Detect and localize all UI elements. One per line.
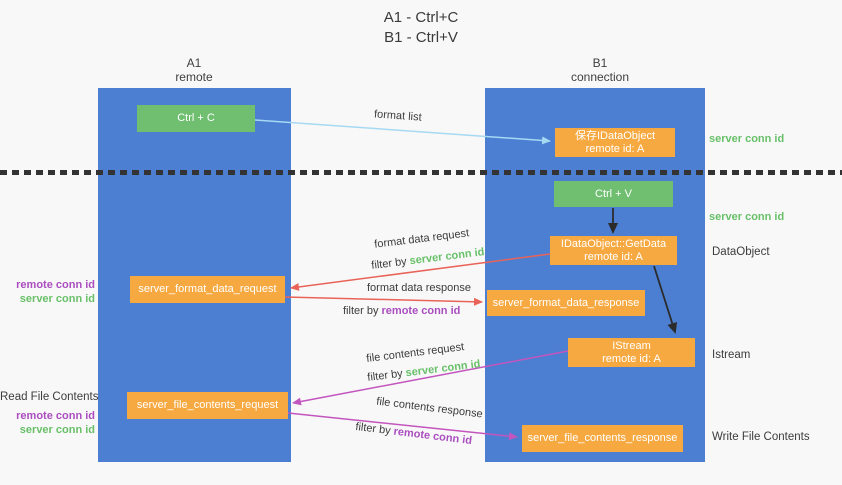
label-server-conn-id-left-1: server conn id xyxy=(19,293,95,305)
node-server-file-contents-request-label: server_file_contents_request xyxy=(136,399,279,411)
node-server-file-contents-response: server_file_contents_response xyxy=(522,425,683,452)
lane-b-title: B1 xyxy=(592,56,608,70)
label-read-file-contents: Read File Contents xyxy=(0,391,99,403)
label-filter-by-remote-conn-id-1: filter by remote conn id xyxy=(343,305,460,317)
label-format-list: format list xyxy=(373,108,423,124)
label-server-conn-id-right-2: server conn id xyxy=(709,211,785,223)
label-server-conn-id-right-1: server conn id xyxy=(709,133,785,145)
lane-a-subtitle: remote xyxy=(175,70,213,84)
label-write-file-contents: Write File Contents xyxy=(712,431,810,443)
label-remote-conn-id-left-1: remote conn id xyxy=(16,279,95,291)
node-ctrl-c: Ctrl + C xyxy=(137,105,255,132)
title-line-2: B1 - Ctrl+V xyxy=(384,29,458,46)
lane-b-subtitle: connection xyxy=(570,70,630,84)
node-ctrl-c-label: Ctrl + C xyxy=(177,112,215,124)
filter-by-text: filter by xyxy=(366,367,407,384)
label-dataobject: DataObject xyxy=(712,246,770,258)
node-idataobject-getdata-line2: remote id: A xyxy=(584,250,643,263)
node-server-format-data-request-label: server_format_data_request xyxy=(138,283,277,295)
filter-by-text: filter by xyxy=(354,420,395,438)
label-istream: Istream xyxy=(712,349,751,361)
lane-b-header: B1 connection xyxy=(545,56,655,84)
separator-dotted-line xyxy=(0,170,842,175)
node-server-format-data-request: server_format_data_request xyxy=(130,276,285,303)
server-conn-id-text: server conn id xyxy=(408,246,486,268)
node-server-file-contents-response-label: server_file_contents_response xyxy=(527,432,678,444)
node-ctrl-v-label: Ctrl + V xyxy=(595,187,632,200)
filter-by-text: filter by xyxy=(343,305,382,317)
label-file-contents-response: file contents response xyxy=(375,395,484,421)
node-server-format-data-response-label: server_format_data_response xyxy=(492,296,640,309)
server-conn-id-text: server conn id xyxy=(404,358,482,380)
diagram-title: A1 - Ctrl+C B1 - Ctrl+V xyxy=(0,8,842,48)
node-server-format-data-response: server_format_data_response xyxy=(487,290,645,316)
label-format-data-request: format data request xyxy=(373,227,470,251)
label-remote-conn-id-left-2: remote conn id xyxy=(16,410,95,422)
node-server-file-contents-request: server_file_contents_request xyxy=(127,392,288,419)
remote-conn-id-text: remote conn id xyxy=(392,425,473,448)
lane-a-title: A1 xyxy=(186,56,202,70)
node-istream: IStream remote id: A xyxy=(568,338,695,367)
node-save-idataobject-line1: 保存IDataObject xyxy=(574,129,656,142)
node-idataobject-getdata-line1: IDataObject::GetData xyxy=(560,237,667,250)
label-format-data-response: format data response xyxy=(367,282,471,294)
label-server-conn-id-left-2: server conn id xyxy=(19,424,95,436)
title-line-1: A1 - Ctrl+C xyxy=(383,9,459,26)
node-ctrl-v: Ctrl + V xyxy=(554,181,673,207)
lane-a-header: A1 remote xyxy=(144,56,244,84)
node-save-idataobject-line2: remote id: A xyxy=(585,142,645,155)
node-save-idataobject: 保存IDataObject remote id: A xyxy=(555,128,675,157)
node-istream-line1: IStream xyxy=(612,339,651,352)
remote-conn-id-text: remote conn id xyxy=(381,305,461,317)
node-istream-line2: remote id: A xyxy=(602,352,661,365)
node-idataobject-getdata: IDataObject::GetData remote id: A xyxy=(550,236,677,265)
label-filter-by-server-conn-id-1: filter by server conn id xyxy=(371,246,485,272)
label-filter-by-remote-conn-id-2: filter by remote conn id xyxy=(355,421,473,447)
arrow-format-data-response xyxy=(284,296,483,306)
filter-by-text: filter by xyxy=(370,255,411,272)
